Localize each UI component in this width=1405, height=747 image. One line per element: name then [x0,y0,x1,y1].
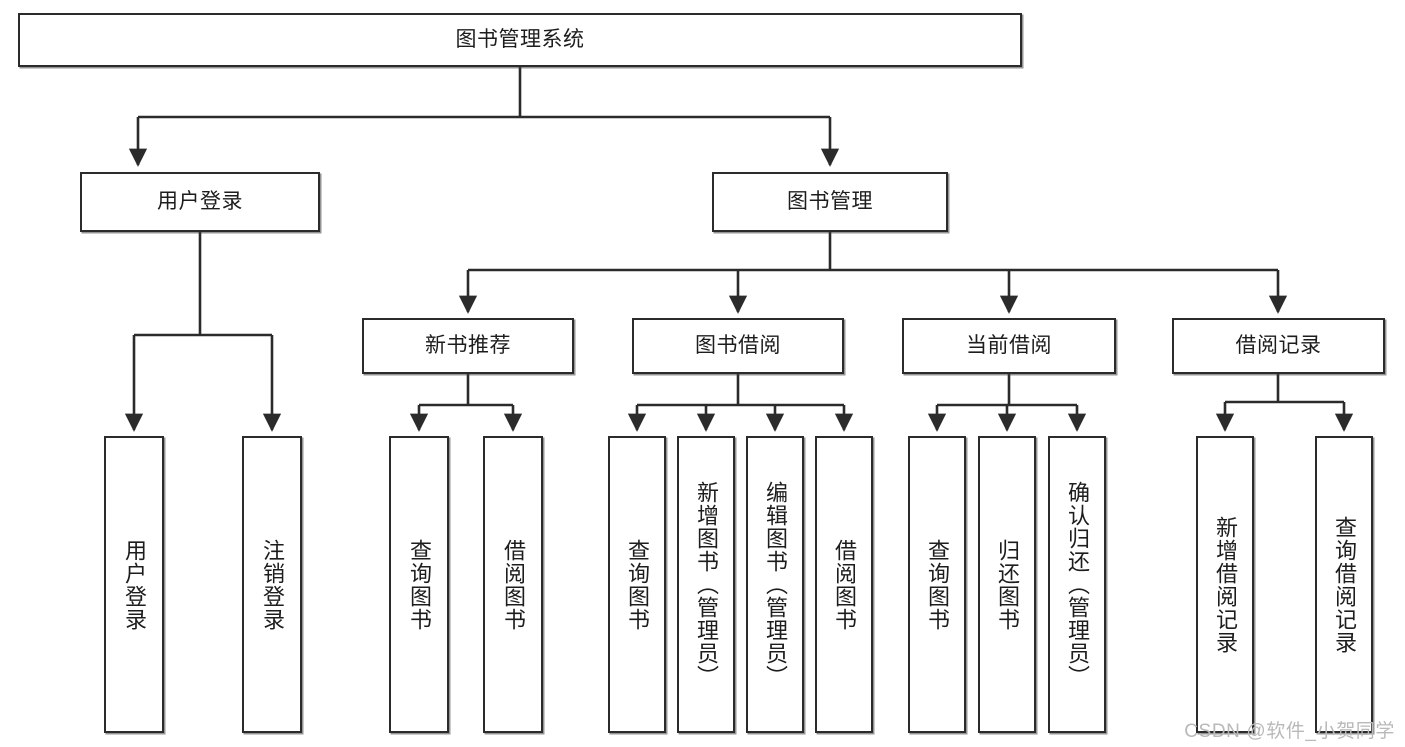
node-leaf-edit-book-admin[interactable]: 编辑图书（管理员） [746,436,804,733]
node-label: 用户登录 [121,538,147,631]
node-label: 新增图书（管理员） [693,481,719,688]
node-book-management[interactable]: 图书管理 [712,172,948,232]
node-label: 查询图书 [624,538,650,631]
node-label: 当前借阅 [966,333,1052,357]
node-book-borrow[interactable]: 图书借阅 [632,318,844,374]
node-leaf-confirm-return-admin[interactable]: 确认归还（管理员） [1048,436,1106,733]
node-label: 图书借阅 [695,333,781,357]
node-label: 查询图书 [406,538,432,631]
node-label: 借阅图书 [500,538,526,631]
node-leaf-return-book[interactable]: 归还图书 [978,436,1036,733]
node-leaf-logout-login[interactable]: 注销登录 [242,436,302,733]
node-borrow-record[interactable]: 借阅记录 [1172,318,1385,374]
node-leaf-borrow-book-2[interactable]: 借阅图书 [815,436,873,733]
node-label: 查询图书 [924,538,950,631]
node-label: 新增借阅记录 [1212,515,1238,654]
node-root-system[interactable]: 图书管理系统 [18,13,1022,67]
node-leaf-user-login[interactable]: 用户登录 [104,436,164,733]
node-leaf-add-borrow-record[interactable]: 新增借阅记录 [1196,436,1254,733]
node-leaf-borrow-book-1[interactable]: 借阅图书 [483,436,543,733]
node-label: 新书推荐 [425,333,511,357]
node-leaf-query-book-1[interactable]: 查询图书 [389,436,449,733]
node-user-login[interactable]: 用户登录 [80,172,320,232]
node-label: 图书管理系统 [455,27,585,51]
node-new-book-recommend[interactable]: 新书推荐 [362,318,574,374]
node-label: 用户登录 [157,189,243,213]
node-current-borrow[interactable]: 当前借阅 [902,318,1116,374]
node-leaf-query-borrow-record[interactable]: 查询借阅记录 [1315,436,1373,733]
node-leaf-add-book-admin[interactable]: 新增图书（管理员） [677,436,735,733]
node-label: 注销登录 [259,538,285,631]
node-label: 归还图书 [994,538,1020,631]
node-label: 编辑图书（管理员） [762,481,788,688]
node-label: 借阅记录 [1235,333,1322,357]
node-leaf-query-book-2[interactable]: 查询图书 [608,436,666,733]
node-label: 确认归还（管理员） [1064,481,1090,688]
node-leaf-query-book-3[interactable]: 查询图书 [908,436,966,733]
node-label: 借阅图书 [831,538,857,631]
node-label: 图书管理 [787,189,873,213]
csdn-watermark: CSDN @软件_小贺同学 [1184,721,1395,742]
node-label: 查询借阅记录 [1331,515,1357,654]
